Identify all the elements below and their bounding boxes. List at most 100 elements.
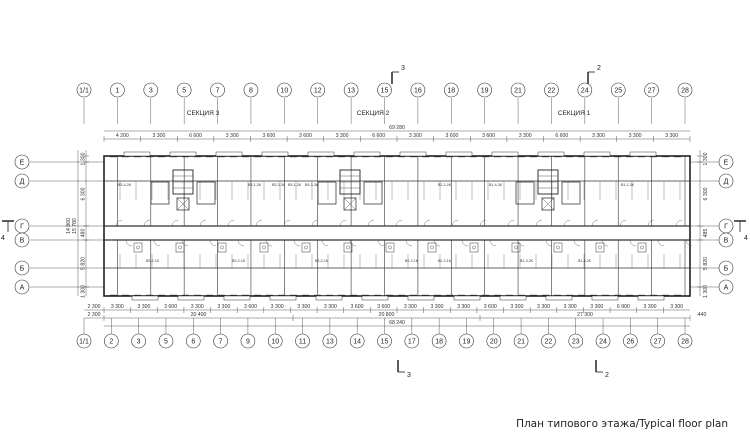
row-label-right: Б	[724, 266, 729, 273]
apartment-label-bottom: ВЗ-2-1К	[232, 259, 246, 263]
axis-bubble	[76, 82, 92, 98]
balcony-bottom	[499, 295, 527, 301]
door-swing	[433, 239, 441, 247]
axis-label-top: 8	[249, 88, 253, 95]
cut-bottom-b-label: 2	[605, 372, 609, 379]
door-swing	[395, 219, 403, 227]
axis-bubble	[240, 333, 256, 349]
dim-top: 3 300	[519, 133, 532, 139]
balcony-bottom	[315, 295, 343, 301]
dim-overall-top: 69 280	[389, 125, 405, 131]
apartment-label-bottom: ВЗ-2-1К	[146, 259, 160, 263]
balcony-top	[169, 151, 197, 157]
dim-top: 3 600	[445, 133, 458, 139]
axis-bubble	[310, 82, 326, 98]
axis-bubble	[185, 333, 201, 349]
dim-left: 6 300	[81, 187, 87, 200]
apartment-label-bottom: В2-2-1К	[405, 259, 419, 263]
axis-bubble	[377, 82, 392, 98]
door-swing	[237, 239, 245, 247]
balcony-bottom	[407, 295, 435, 301]
door-swing	[675, 219, 683, 227]
balcony-top	[261, 151, 289, 157]
axis-label-bottom: 15	[381, 339, 389, 346]
bathroom	[427, 242, 437, 253]
axis-bubble	[644, 82, 659, 98]
dim-bottom-1: 3 300	[457, 304, 470, 310]
door-swing	[171, 219, 179, 227]
apartment-label-top: В2-1-2К	[438, 183, 452, 187]
apartment-label-top: ВЗ-3-3К	[272, 183, 286, 187]
axis-label-bottom: 13	[326, 339, 334, 346]
caption: План типового этажа/Typical floor plan	[516, 418, 728, 430]
axis-label-bottom: 24	[599, 339, 607, 346]
row-bubble-left	[14, 279, 30, 295]
axis-label-top: 18	[447, 88, 455, 95]
dim-top: 6 600	[555, 133, 568, 139]
cut-top-a-label: 3	[401, 65, 405, 72]
door-swing	[489, 239, 497, 247]
axis-label-bottom: 21	[517, 339, 525, 346]
door-swing	[545, 239, 553, 247]
dim-bottom-1: 3 300	[191, 304, 204, 310]
row-label-left: Б	[20, 266, 25, 273]
lobby-box	[515, 181, 535, 205]
axis-bubble	[486, 333, 502, 349]
apartment-label-top: В1-4-3К	[489, 183, 503, 187]
door-swing	[685, 239, 693, 247]
dim-bottom-2: 20 800	[379, 312, 395, 318]
row-label-left: Г	[20, 224, 24, 231]
dim-bottom-1: 3 300	[537, 304, 550, 310]
balcony-top	[491, 151, 519, 157]
axis-bubble	[343, 82, 359, 98]
apartment-label-bottom: В1-2-2К	[578, 259, 592, 263]
dim-top: 3 300	[665, 133, 678, 139]
fixture-icon	[262, 245, 266, 250]
axis-label-bottom: 28	[681, 339, 689, 346]
dim-top: 3 300	[409, 133, 422, 139]
section-label: СЕКЦИЯ 1	[558, 110, 591, 117]
dim-bottom-right: 440	[698, 312, 707, 318]
balcony-top	[399, 151, 427, 157]
axis-bubble	[431, 333, 447, 349]
axis-bubble	[477, 82, 492, 98]
dim-bottom-1: 3 300	[644, 304, 657, 310]
apartment-label-top: ВЗ-1-2К	[248, 183, 262, 187]
fixture-icon	[598, 245, 602, 250]
balcony-top	[215, 151, 243, 157]
section-label: СЕКЦИЯ 3	[187, 110, 220, 117]
dim-bottom-1: 3 600	[164, 304, 177, 310]
row-bubble-left	[14, 232, 30, 248]
door-swing	[339, 219, 347, 227]
axis-bubble	[459, 333, 474, 349]
dim-bottom-1: 3 300	[564, 304, 577, 310]
axis-bubble	[349, 333, 365, 349]
dim-left: 5 820	[81, 257, 87, 270]
door-swing	[283, 219, 291, 227]
dim-bottom-1: 3 300	[271, 304, 284, 310]
dim-bottom-left: 2 300	[88, 304, 101, 310]
axis-label-top: 16	[414, 88, 422, 95]
bathroom	[469, 242, 479, 253]
axis-bubble	[322, 333, 338, 349]
elevator-cross	[541, 197, 555, 211]
axis-label-bottom: 9	[246, 339, 250, 346]
axis-label-bottom: 5	[164, 339, 168, 346]
door-swing	[125, 239, 133, 247]
axis-label-top: 7	[216, 88, 220, 95]
door-swing	[209, 239, 217, 247]
row-bubble-left	[14, 260, 30, 276]
axis-label-bottom: 23	[572, 339, 580, 346]
dim-bottom-1: 3 300	[590, 304, 603, 310]
apartment-label-bottom: В2-2-1К	[438, 259, 452, 263]
dim-bottom-1: 3 300	[670, 304, 683, 310]
axis-bubble	[76, 333, 92, 349]
row-label-left: А	[20, 285, 25, 292]
balcony-bottom	[131, 295, 159, 301]
axis-label-bottom: 22	[545, 339, 553, 346]
row-bubble-left	[14, 154, 30, 170]
door-swing	[479, 219, 487, 227]
